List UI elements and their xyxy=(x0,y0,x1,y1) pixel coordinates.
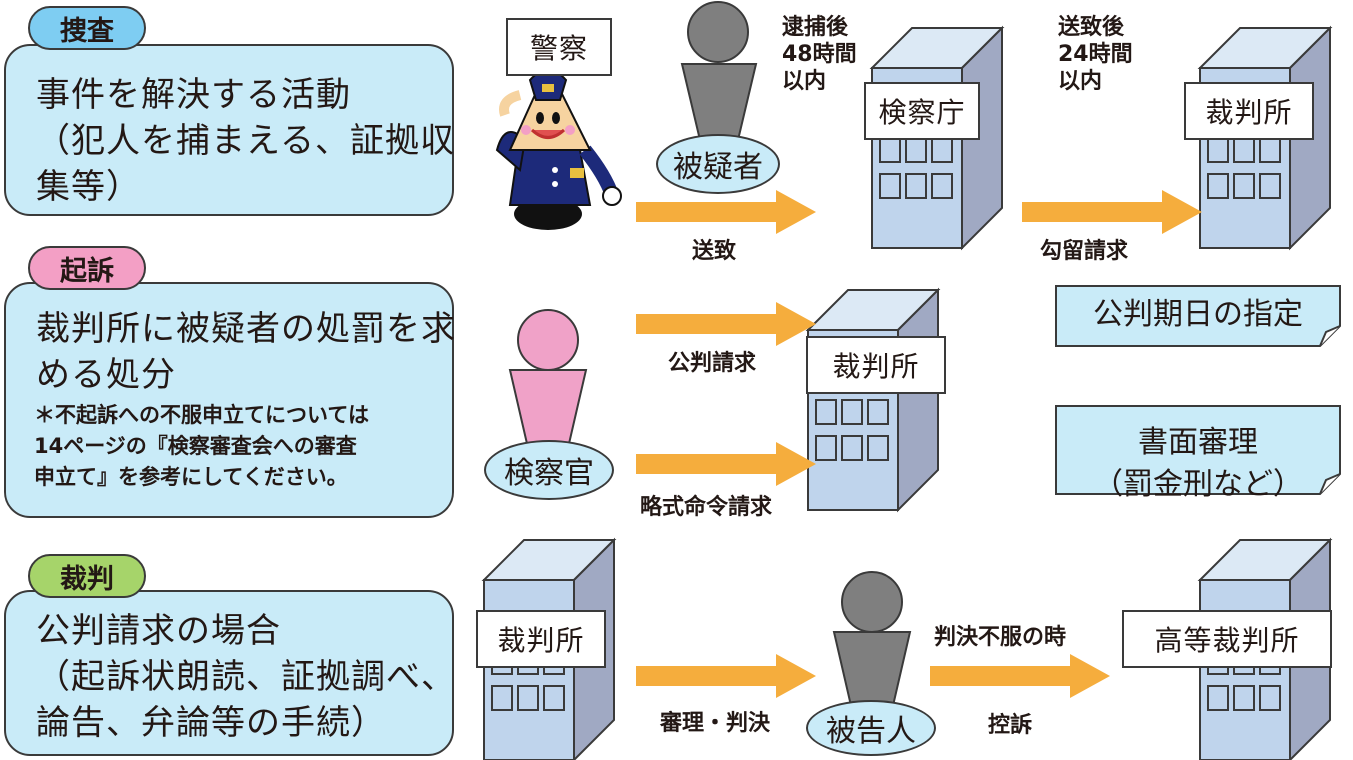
court-label-row1: 裁判所 xyxy=(1184,82,1314,140)
kiso-description: 裁判所に被疑者の処罰を求 める処分 xyxy=(36,309,456,395)
saiban-description: 公判請求の場合 （起訴状朗読、証拠調べ、 論告、弁論等の手続） xyxy=(36,611,456,743)
person-icon xyxy=(680,1,758,141)
folded-note-icon xyxy=(1055,405,1341,495)
time-limit-48h: 逮捕後 48時間 以内 xyxy=(782,15,857,94)
police-label: 警察 xyxy=(506,18,612,76)
police-officer-icon xyxy=(495,63,622,230)
arrow-right-icon xyxy=(636,302,816,346)
arrow-label-koryu-seikyu: 勾留請求 xyxy=(1040,239,1129,264)
sousa-description-box: 事件を解決する活動 （犯人を捕まえる、証拠収 集等） xyxy=(4,44,454,216)
building-icon xyxy=(807,289,939,511)
sousa-tag: 捜査 xyxy=(28,6,146,50)
time-limit-24h: 送致後 24時間 以内 xyxy=(1058,15,1133,94)
arrow-right-icon xyxy=(1022,190,1202,234)
kiso-tag: 起訴 xyxy=(28,246,146,290)
person-icon xyxy=(832,571,912,711)
kiso-description-box: 裁判所に被疑者の処罰を求 める処分 ＊不起訴への不服申立てについては 14ページ… xyxy=(4,282,456,518)
prosecutor-label: 検察官 xyxy=(484,440,614,500)
result-kohan-kijitsu: 公判期日の指定 xyxy=(1093,297,1303,332)
court-label-row3: 裁判所 xyxy=(476,610,606,668)
saiban-tag: 裁判 xyxy=(28,554,146,598)
prosecutors-office-label: 検察庁 xyxy=(864,82,980,140)
suspect-label: 被疑者 xyxy=(656,134,780,194)
appeal-label: 控訴 xyxy=(988,713,1033,738)
arrow-right-icon xyxy=(636,654,816,698)
high-court-label: 高等裁判所 xyxy=(1122,610,1332,668)
court-label-row2: 裁判所 xyxy=(806,336,946,394)
result-shomen-shinri: 書面審理 （罰金刑など） xyxy=(1093,425,1303,502)
person-icon xyxy=(508,309,588,449)
sousa-description: 事件を解決する活動 （犯人を捕まえる、証拠収 集等） xyxy=(36,75,455,207)
defendant-label: 被告人 xyxy=(806,700,936,756)
arrow-label-sochi: 送致 xyxy=(692,239,737,264)
saiban-description-box: 公判請求の場合 （起訴状朗読、証拠調べ、 論告、弁論等の手続） xyxy=(4,590,456,756)
arrow-label-kohan-seikyu: 公判請求 xyxy=(668,351,757,376)
folded-note-icon xyxy=(1055,285,1341,347)
arrow-label-ryakushiki: 略式命令請求 xyxy=(640,495,773,520)
arrow-label-shinri-hanketsu: 審理・判決 xyxy=(660,711,771,736)
appeal-condition-label: 判決不服の時 xyxy=(934,625,1067,650)
arrow-right-icon xyxy=(636,190,816,234)
kiso-note: ＊不起訴への不服申立てについては 14ページの『検察審査会への審査 申立て』を参… xyxy=(34,403,369,489)
arrow-right-icon xyxy=(636,442,816,486)
arrow-right-icon xyxy=(930,654,1110,698)
